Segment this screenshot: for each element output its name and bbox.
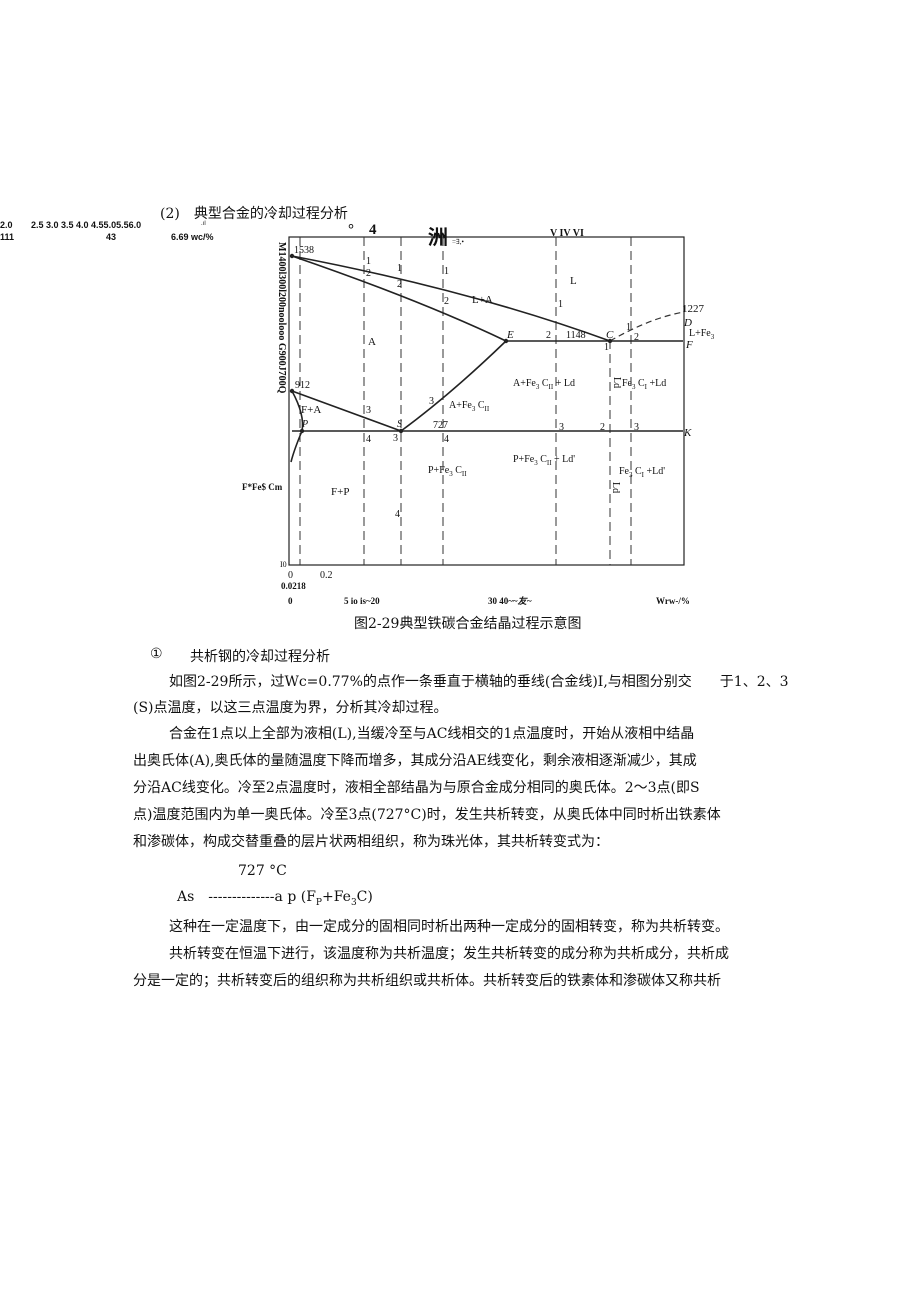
subsection-number: ① bbox=[150, 646, 163, 662]
paragraph-line: 和渗碳体，构成交替重叠的层片状两相组织，称为珠光体，其共析转变式为： bbox=[133, 834, 609, 850]
liquidus-AC bbox=[291, 255, 611, 342]
point-S: S bbox=[397, 419, 402, 430]
line-GP bbox=[291, 390, 304, 432]
line-GS bbox=[291, 390, 402, 432]
svg-text:1: 1 bbox=[604, 342, 609, 353]
region-A: A bbox=[368, 336, 376, 348]
subsection-title: 共析钢的冷却过程分析 bbox=[190, 649, 330, 665]
diagram-frame bbox=[288, 236, 685, 566]
svg-text:2: 2 bbox=[546, 330, 551, 341]
section-heading: (2) 典型合金的冷却过程分析 bbox=[160, 206, 348, 222]
paragraph-line: 合金在1点以上全部为液相(L),当缓冷至与AC线相交的1点温度时，开始从液相中结… bbox=[169, 726, 695, 742]
axis-0-2: 0.2 bbox=[320, 570, 333, 581]
artifact-43: 43 bbox=[106, 232, 117, 242]
dashed-line-CD bbox=[609, 311, 685, 342]
artifact-top-left-1: 2.0 bbox=[0, 220, 13, 230]
phase-boundaries bbox=[290, 255, 683, 463]
figure-caption: 图2-29典型铁碳合金结晶过程示意图 bbox=[354, 616, 582, 632]
region-P-Fe3C-Ld: P+Fe3 CII + Ld' bbox=[513, 454, 575, 467]
top-big-glyph: 洲 bbox=[428, 226, 448, 249]
paragraph-line: 分是一定的；共析转变后的组织称为共析组织或共析体。共析转变后的铁素体和渗碳体又称… bbox=[133, 973, 721, 989]
temp-1148: 1148 bbox=[566, 330, 586, 341]
axis-bottom-right-mid: 30 40~~友~ bbox=[488, 596, 532, 606]
point-P: P bbox=[301, 419, 308, 430]
artifact-top-right: 6.69 wc/% bbox=[171, 232, 214, 242]
region-F-P: F+P bbox=[331, 486, 349, 498]
region-A-Fe3C: A+Fe3 CII bbox=[449, 400, 490, 413]
temp-1227: 1227 bbox=[682, 303, 705, 315]
region-F-A: F+A bbox=[301, 404, 321, 416]
svg-text:4: 4 bbox=[395, 509, 400, 520]
alloy-labels: V IV VI bbox=[550, 228, 584, 239]
point-F: F bbox=[685, 339, 693, 351]
svg-text:4: 4 bbox=[444, 434, 449, 445]
temp-727: 727 bbox=[433, 420, 448, 431]
intersection-markers: 1 2 1 2 1 2 1 2 1 1 2 3 3 4 3 4 3 2 3 4 bbox=[366, 256, 639, 520]
point-D: D bbox=[683, 317, 692, 329]
formula-eutectoid: As --------------a p (FP+Fe3C) bbox=[177, 889, 373, 908]
alloy-lines bbox=[299, 237, 632, 565]
top-glyphs: ° 4 bbox=[348, 222, 392, 238]
paragraph-line: 分沿AC线变化。冷至2点温度时，液相全部结晶为与原合金成分相同的奥氏体。2～3点… bbox=[133, 780, 700, 796]
svg-text:1: 1 bbox=[397, 263, 402, 274]
line-PQ bbox=[290, 430, 303, 463]
axis-bottom-mid: 5 io is~20 bbox=[344, 596, 380, 606]
region-Fe3C-Ld-prime: Fe3 CI +Ld' bbox=[619, 466, 665, 479]
temp-912: 912 bbox=[295, 380, 310, 391]
point-E: E bbox=[506, 329, 514, 341]
paragraph-line: 这种在一定温度下，由一定成分的固相同时析出两种一定成分的固相转变，称为共析转变。 bbox=[169, 919, 729, 935]
svg-text:3: 3 bbox=[393, 433, 398, 444]
artifact-tiny: .ıl bbox=[201, 221, 206, 227]
svg-text:3: 3 bbox=[559, 422, 564, 433]
svg-text:2: 2 bbox=[366, 268, 371, 279]
paragraph-line: 共析转变在恒温下进行，该温度称为共析温度；发生共析转变的成分称为共析成分，共析成 bbox=[169, 946, 729, 962]
axis-bottom-0: 0 bbox=[288, 596, 293, 606]
svg-text:3: 3 bbox=[429, 396, 434, 407]
region-P-Fe3C: P+Fe3 CII bbox=[428, 465, 467, 478]
svg-text:1: 1 bbox=[558, 299, 563, 310]
solidus-AE bbox=[291, 255, 507, 342]
region-L-A: L+A bbox=[472, 294, 493, 306]
point-K: K bbox=[683, 427, 692, 439]
axis-unit: Wrw-/% bbox=[656, 596, 690, 606]
region-Fe3C-Ld: Fe3 CI +Ld bbox=[622, 378, 666, 391]
paragraph-line: 点)温度范围内为单一奥氏体。冷至3点(727°C)时，发生共析转变，从奥氏体中同… bbox=[133, 807, 721, 823]
region-A-Fe3C-Ld: A+Fe3 CII + Ld bbox=[513, 378, 575, 391]
axis-0-0218: 0.0218 bbox=[281, 581, 306, 591]
region-L: L bbox=[570, 275, 577, 287]
phase-diagram: M1400l300l200noolooo G900J700Q ° 4 洲 =∃,… bbox=[242, 222, 715, 606]
svg-text:3: 3 bbox=[366, 405, 371, 416]
formula-temperature: 727 °C bbox=[238, 863, 287, 879]
svg-text:3: 3 bbox=[634, 422, 639, 433]
vertical-axis-text: M1400l300l200noolooo G900J700Q bbox=[276, 242, 287, 394]
side-mark-ld: Ld bbox=[611, 377, 622, 388]
svg-text:2: 2 bbox=[444, 296, 449, 307]
svg-text:2: 2 bbox=[634, 332, 639, 343]
svg-text:1: 1 bbox=[626, 322, 631, 333]
artifact-top-left-2: 111 bbox=[0, 232, 15, 242]
axis-corner-mark: I0 bbox=[280, 560, 287, 569]
svg-text:1: 1 bbox=[366, 256, 371, 267]
artifact-top-scale: 2.5 3.0 3.5 4.0 4.55.05.56.0 bbox=[31, 220, 142, 230]
paragraph-line: 如图2-29所示，过Wc=0.77%的点作一条垂直于横轴的垂线(合金线)I,与相… bbox=[169, 674, 789, 690]
side-mark-ld-2: Ld bbox=[610, 482, 621, 493]
region-L-Fe3C: L+Fe3 bbox=[689, 328, 715, 341]
key-points bbox=[289, 253, 613, 434]
line-ES bbox=[400, 340, 507, 432]
svg-text:2: 2 bbox=[600, 422, 605, 433]
svg-text:2: 2 bbox=[397, 279, 402, 290]
temp-1538: 1538 bbox=[294, 245, 314, 256]
left-label-fe3cm: F*Fe$ Cm bbox=[242, 482, 283, 492]
top-small-glyph: =∃,• bbox=[452, 238, 464, 246]
paragraph-line: (S)点温度，以这三点温度为界，分析其冷却过程。 bbox=[133, 700, 448, 716]
svg-text:4: 4 bbox=[366, 434, 371, 445]
point-C: C bbox=[606, 329, 614, 341]
paragraph-line: 出奥氏体(A),奥氏体的量随温度下降而增多，其成分沿AE线变化，剩余液相逐渐减少… bbox=[133, 753, 697, 769]
svg-text:1: 1 bbox=[444, 266, 449, 277]
axis-zero: 0 bbox=[288, 570, 293, 581]
